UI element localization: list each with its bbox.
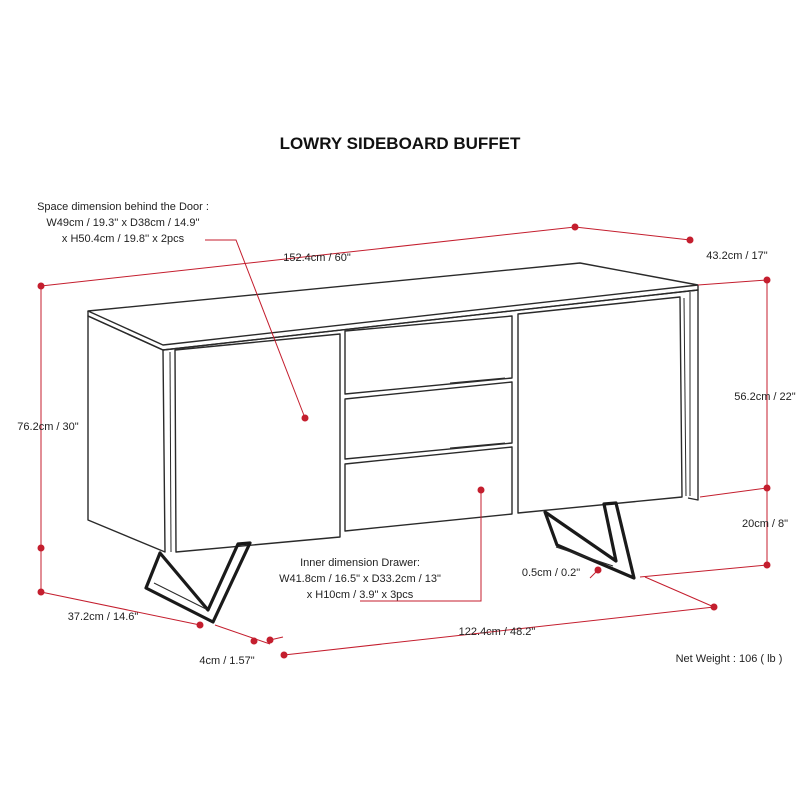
dimension-lines [37, 223, 771, 659]
dim-dot [763, 561, 771, 569]
cabinet-height-label: 56.2cm / 22" [734, 391, 795, 403]
door-space-leader [205, 239, 306, 419]
dim-dot [477, 486, 485, 494]
leg-thickness-dim-line [214, 624, 271, 645]
depth-dim-line [574, 226, 691, 241]
leg-thickness-tick [269, 636, 284, 641]
left-side-panel [87, 315, 166, 553]
width-label: 152.4cm / 60" [283, 252, 351, 264]
drawer-bottom [344, 446, 513, 532]
right-leg-inner [555, 546, 614, 567]
leg-gap-label: 0.5cm / 0.2" [522, 567, 580, 579]
leg-bottom-ext [639, 564, 768, 578]
drawer-line2: W41.8cm / 16.5" x D33.2cm / 13" [279, 573, 441, 585]
dim-dot [196, 621, 204, 629]
width-dim-line [40, 226, 576, 287]
door-space-line2: W49cm / 19.3'' x D38cm / 14.9'' [46, 217, 199, 229]
right-leg [543, 501, 636, 580]
diagram-title: LOWRY SIDEBOARD BUFFET [280, 134, 521, 153]
net-weight-label: Net Weight : 106 ( lb ) [676, 653, 783, 665]
left-door [174, 333, 341, 553]
leg-depth-dim-line [40, 591, 201, 626]
top-surface [87, 262, 699, 346]
cabinet-bottom-ext [699, 487, 768, 498]
leg-span-dim-line [283, 606, 715, 656]
dim-dot [37, 588, 45, 596]
left-leg [144, 541, 252, 624]
left-leg-inner [153, 582, 207, 610]
height-label: 76.2cm / 30" [17, 421, 78, 433]
drawer-handle-1 [449, 377, 506, 384]
dim-dot [250, 637, 258, 645]
dim-dot [280, 651, 288, 659]
drawer-middle [344, 381, 513, 460]
sideboard-drawing [87, 262, 699, 624]
right-door [517, 296, 683, 514]
dim-dot [301, 414, 309, 422]
leg-depth-label: 37.2cm / 14.6" [68, 611, 139, 623]
door-space-line1: Space dimension behind the Door : [37, 201, 209, 213]
cabinet-top-ext [697, 279, 768, 286]
dim-dot [594, 566, 602, 574]
left-door-edge [169, 351, 172, 553]
right-door-edge [683, 297, 687, 497]
front-face [162, 289, 699, 501]
leg-span-ext [644, 576, 715, 608]
leg-span-label: 122.4cm / 48.2" [459, 626, 536, 638]
drawer-line1: Inner dimension Drawer: [300, 557, 420, 569]
drawer-line3: x H10cm / 3.9" x 3pcs [307, 589, 414, 601]
dim-dot [763, 484, 771, 492]
door-space-line3: x H50.4cm / 19.8'' x 2pcs [62, 233, 185, 245]
drawer-top [344, 315, 513, 395]
leg-height-label: 20cm / 8" [742, 518, 788, 530]
drawer-leader [360, 490, 482, 602]
leg-thickness-label: 4cm / 1.57" [199, 655, 254, 667]
drawer-handle-2 [449, 442, 506, 449]
dim-dot [686, 236, 694, 244]
dim-dot [763, 276, 771, 284]
depth-label: 43.2cm / 17" [706, 250, 767, 262]
